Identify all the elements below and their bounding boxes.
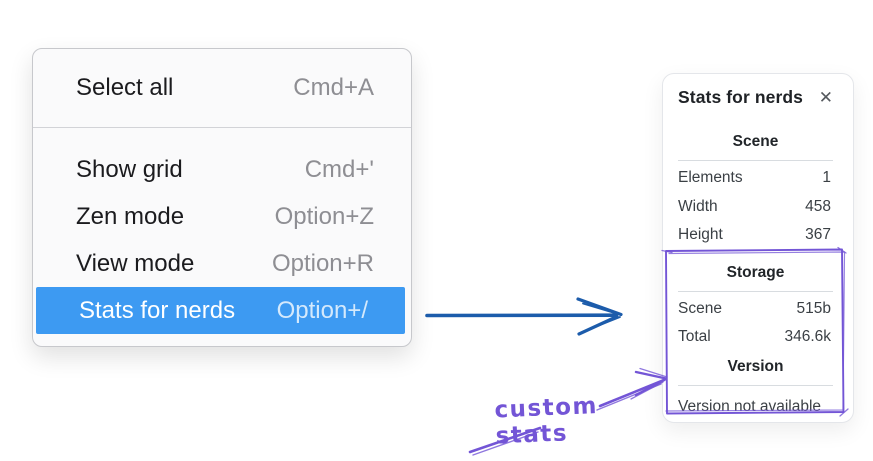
- stat-row-storage-scene: Scene 515b: [678, 295, 833, 324]
- menu-item-shortcut: Option+/: [276, 296, 368, 324]
- menu-item-shortcut: Cmd+A: [293, 74, 374, 101]
- stat-row-elements: Elements 1: [678, 164, 833, 193]
- stat-label: Total: [678, 328, 711, 346]
- stat-value: 346.6k: [784, 328, 831, 346]
- stat-label: Elements: [678, 169, 743, 187]
- stat-row-width: Width 458: [678, 193, 833, 222]
- menu-item-stats-for-nerds[interactable]: Stats for nerds Option+/: [36, 287, 405, 334]
- scene-rows: Elements 1 Width 458 Height 367: [678, 161, 833, 250]
- stat-value: 515b: [796, 299, 831, 317]
- storage-rows: Scene 515b Total 346.6k: [678, 292, 833, 352]
- context-menu: Select all Cmd+A Show grid Cmd+' Zen mod…: [32, 48, 412, 347]
- menu-item-view-mode[interactable]: View mode Option+R: [33, 240, 411, 287]
- menu-item-select-all[interactable]: Select all Cmd+A: [33, 49, 411, 127]
- stats-panel-header: Stats for nerds ✕: [678, 86, 833, 108]
- menu-item-label: Zen mode: [76, 202, 185, 230]
- stats-panel: Stats for nerds ✕ Scene Elements 1 Width…: [662, 73, 854, 423]
- stat-value: 367: [805, 226, 831, 244]
- section-divider: [678, 160, 833, 161]
- close-icon[interactable]: ✕: [813, 89, 833, 106]
- menu-item-zen-mode[interactable]: Zen mode Option+Z: [33, 193, 411, 240]
- version-message: Version not available: [678, 397, 822, 415]
- annotation-label: custom stats: [493, 393, 599, 450]
- menu-item-label: View mode: [76, 249, 195, 277]
- menu-item-label: Stats for nerds: [79, 296, 236, 324]
- menu-item-shortcut: Option+R: [271, 249, 374, 277]
- storage-section-header: Storage: [726, 263, 785, 281]
- menu-section-view: Show grid Cmd+' Zen mode Option+Z View m…: [33, 128, 411, 334]
- menu-divider: [33, 127, 411, 128]
- stat-value: 1: [822, 169, 831, 187]
- menu-item-shortcut: Option+Z: [274, 202, 374, 230]
- menu-item-show-grid[interactable]: Show grid Cmd+': [33, 146, 411, 193]
- arrow-menu-to-panel-icon: [425, 297, 623, 336]
- stat-value: 458: [805, 197, 831, 215]
- menu-item-label: Show grid: [76, 155, 183, 183]
- section-divider: [678, 384, 833, 386]
- stat-row-storage-total: Total 346.6k: [678, 323, 833, 352]
- stat-label: Scene: [678, 299, 722, 317]
- stats-panel-title: Stats for nerds: [678, 86, 803, 107]
- version-section-header: Version: [727, 357, 784, 375]
- stat-row-height: Height 367: [678, 221, 833, 250]
- menu-item-shortcut: Cmd+': [304, 155, 374, 183]
- stat-label: Width: [678, 197, 718, 215]
- stat-label: Height: [678, 226, 723, 244]
- menu-item-label: Select all: [76, 74, 174, 101]
- scene-section-header: Scene: [732, 133, 779, 150]
